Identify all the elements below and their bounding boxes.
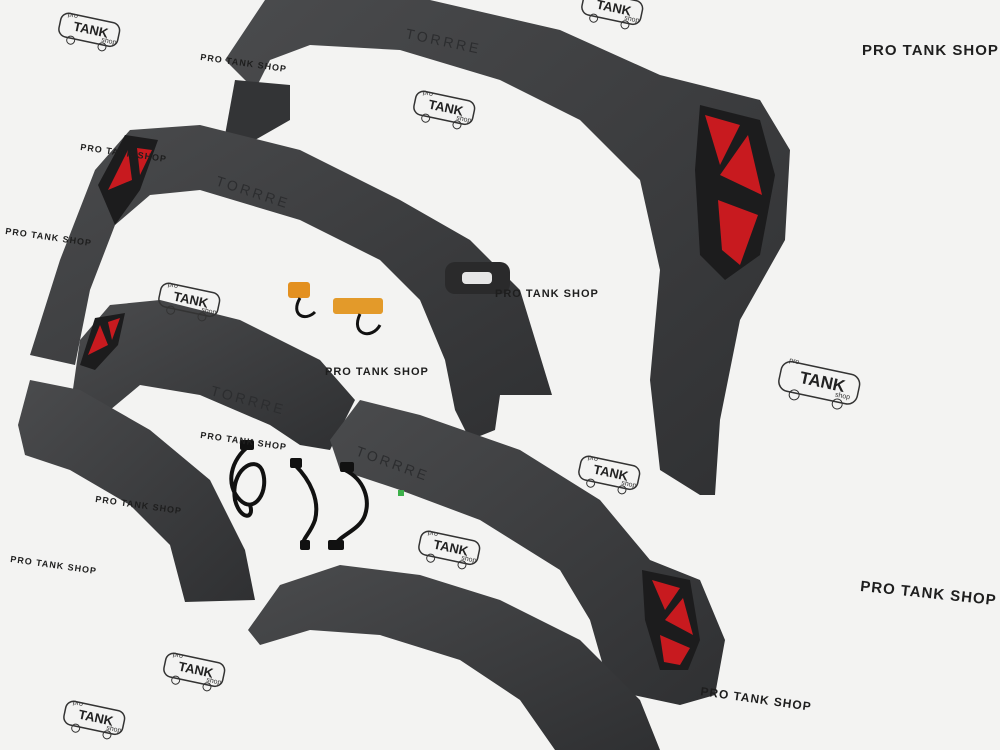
reflector-large	[695, 105, 775, 280]
watermark-text: PRO TANK SHOP	[325, 366, 429, 378]
reflector-mid	[80, 313, 125, 370]
reflector-front	[98, 135, 158, 225]
front-fender-flare	[30, 125, 552, 440]
amber-side-markers	[288, 282, 383, 336]
pro-tank-shop-logo: pro TANK shop	[152, 275, 228, 327]
pro-tank-shop-logo: pro TANK shop	[412, 523, 488, 575]
lower-rear-fender-flare	[248, 565, 660, 750]
lower-left-fender-flare	[18, 380, 255, 602]
rear-fender-flare	[330, 400, 725, 705]
pro-tank-shop-logo: pro TANK shop	[57, 693, 133, 745]
pro-tank-shop-logo: pro TANK shop	[771, 351, 869, 417]
connectors	[240, 440, 404, 550]
pro-tank-shop-logo: pro TANK shop	[407, 83, 483, 135]
rear-upper-fender-flare	[70, 300, 355, 450]
watermark-text: PRO TANK SHOP	[495, 288, 599, 300]
reflector-rear	[642, 570, 700, 670]
wiring-harnesses	[229, 443, 369, 547]
large-fender-flare	[225, 0, 790, 495]
watermark-text: PRO TANK SHOP	[862, 42, 999, 59]
pro-tank-shop-logo: pro TANK shop	[575, 0, 651, 35]
pro-tank-shop-logo: pro TANK shop	[572, 448, 648, 500]
pro-tank-shop-logo: pro TANK shop	[157, 645, 233, 697]
pro-tank-shop-logo: pro TANK shop	[52, 5, 128, 57]
